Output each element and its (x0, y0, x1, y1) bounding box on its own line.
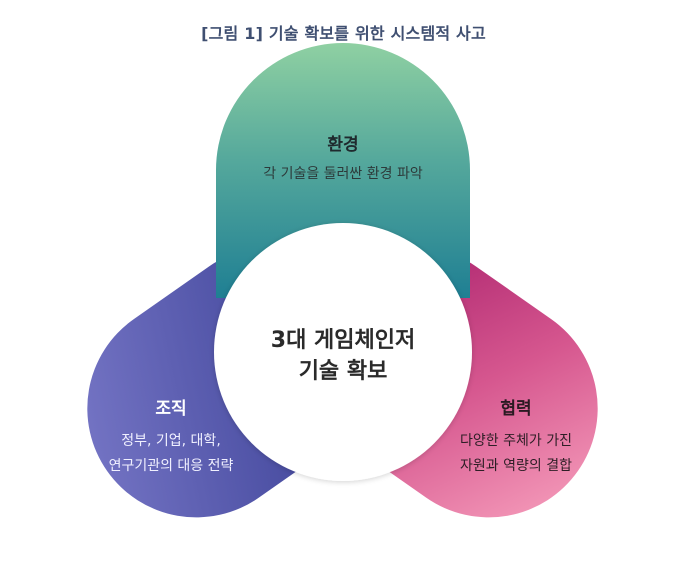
organization-description-line1: 정부, 기업, 대학, (121, 433, 221, 449)
cooperation-description-line2: 자원과 역량의 결합 (460, 458, 572, 474)
figure-title: [그림 1] 기술 확보를 위한 시스템적 사고 (201, 24, 486, 43)
environment-petal (216, 43, 470, 298)
center-circle (214, 223, 472, 481)
organization-heading: 조직 (155, 399, 186, 419)
environment-heading: 환경 (327, 135, 358, 155)
cooperation-description-line1: 다양한 주체가 가진 (460, 433, 572, 449)
cooperation-heading: 협력 (500, 398, 531, 419)
center-label-line2: 기술 확보 (299, 359, 388, 384)
environment-description: 각 기술을 둘러싼 환경 파악 (263, 166, 423, 182)
center-label-line1: 3대 게임체인저 (271, 328, 415, 353)
organization-description-line2: 연구기관의 대응 전략 (109, 458, 234, 474)
